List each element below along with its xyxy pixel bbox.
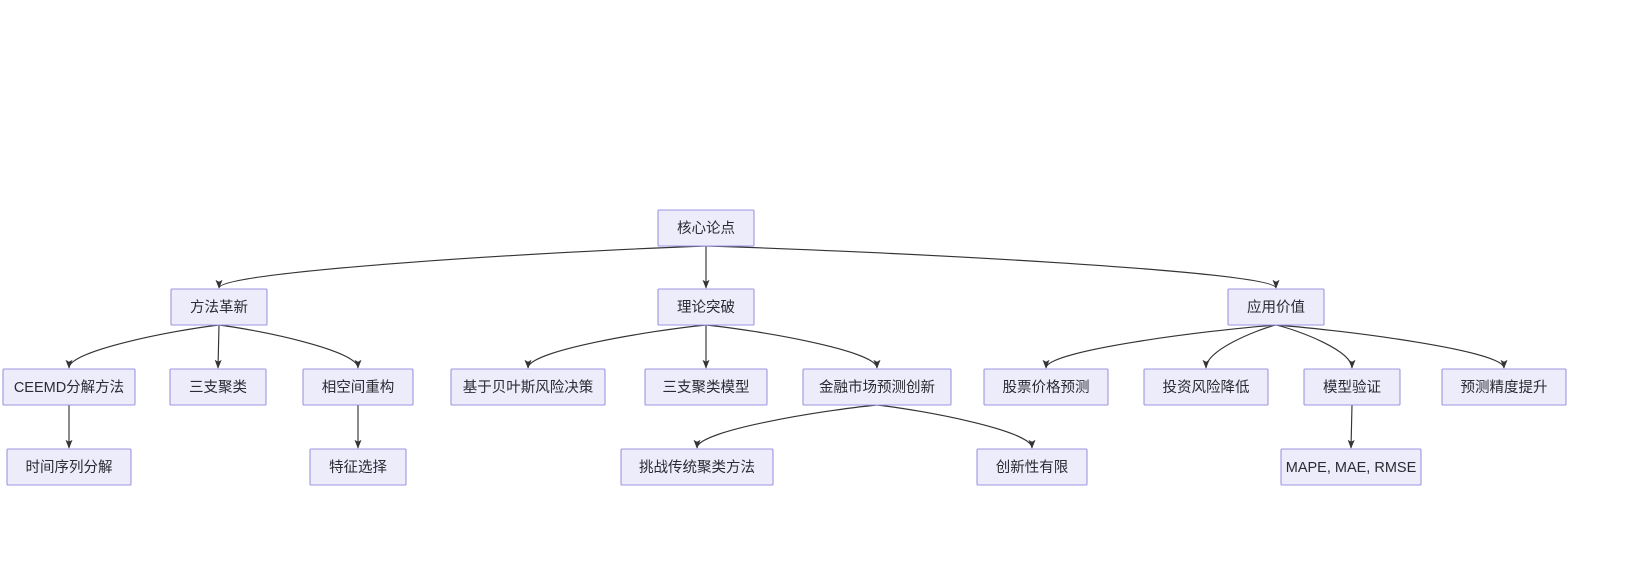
edge-l1c-to-l2j	[1275, 324, 1508, 369]
node-label-l2i: 模型验证	[1323, 379, 1381, 396]
node-box-l1c[interactable]	[1227, 288, 1325, 326]
node-label-l1c: 应用价值	[1247, 298, 1305, 316]
node-l2a[interactable]: CEEMD分解方法	[2, 368, 136, 406]
node-box-root[interactable]	[657, 209, 755, 247]
node-l2i[interactable]: 模型验证	[1303, 368, 1401, 406]
node-box-l2i[interactable]	[1303, 368, 1401, 406]
node-l2g[interactable]: 股票价格预测	[983, 368, 1109, 406]
node-box-l2g[interactable]	[983, 368, 1109, 406]
node-l1b[interactable]: 理论突破	[657, 288, 755, 326]
node-l3b[interactable]: 特征选择	[309, 448, 407, 486]
node-label-l2e: 三支聚类模型	[663, 379, 750, 396]
edge-root-to-l1c	[705, 245, 1280, 289]
node-box-l3c[interactable]	[620, 448, 774, 486]
edge-l1b-to-l2f	[705, 324, 881, 369]
node-label-l2f: 金融市场预测创新	[819, 379, 935, 396]
node-label-l3b: 特征选择	[329, 459, 387, 476]
node-l3d[interactable]: 创新性有限	[976, 448, 1088, 486]
node-label-l2c: 相空间重构	[322, 379, 395, 396]
node-box-l1b[interactable]	[657, 288, 755, 326]
edge-layer	[65, 245, 1508, 449]
node-label-l2b: 三支聚类	[189, 379, 247, 396]
node-l3e[interactable]: MAPE, MAE, RMSE	[1280, 448, 1422, 486]
node-l2e[interactable]: 三支聚类模型	[644, 368, 768, 406]
edge-l1c-to-l2h	[1202, 324, 1277, 369]
edge-l1a-to-l2b	[214, 324, 222, 369]
node-box-l3a[interactable]	[6, 448, 132, 486]
node-label-l3c: 挑战传统聚类方法	[639, 459, 755, 476]
node-box-l2d[interactable]	[450, 368, 606, 406]
node-label-l1b: 理论突破	[677, 299, 735, 316]
node-label-l2j: 预测精度提升	[1461, 379, 1548, 396]
edge-l1c-to-l2i	[1275, 324, 1356, 369]
node-l1a[interactable]: 方法革新	[170, 288, 268, 326]
node-box-l2b[interactable]	[169, 368, 267, 406]
node-label-l2g: 股票价格预测	[1003, 379, 1090, 396]
node-l2h[interactable]: 投资风险降低	[1143, 368, 1269, 406]
node-l1c[interactable]: 应用价值	[1227, 288, 1325, 326]
node-l2c[interactable]: 相空间重构	[302, 368, 414, 406]
node-box-l2j[interactable]	[1441, 368, 1567, 406]
edge-l2f-to-l3d	[876, 404, 1036, 449]
node-label-l3d: 创新性有限	[996, 459, 1069, 476]
node-l2f[interactable]: 金融市场预测创新	[802, 368, 952, 406]
node-label-l3a: 时间序列分解	[26, 459, 113, 476]
node-box-l3b[interactable]	[309, 448, 407, 486]
node-box-l3e[interactable]	[1280, 448, 1422, 486]
node-box-l3d[interactable]	[976, 448, 1088, 486]
node-label-l2a: CEEMD分解方法	[14, 379, 124, 396]
node-l2j[interactable]: 预测精度提升	[1441, 368, 1567, 406]
node-box-l2c[interactable]	[302, 368, 414, 406]
edge-l1c-to-l2g	[1042, 324, 1277, 369]
node-label-l2d: 基于贝叶斯风险决策	[463, 379, 594, 396]
edge-l1b-to-l2d	[524, 324, 707, 369]
edge-l1a-to-l2c	[218, 324, 362, 369]
edge-l2i-to-l3e	[1347, 404, 1355, 449]
node-label-root: 核心论点	[677, 220, 735, 237]
node-box-l2e[interactable]	[644, 368, 768, 406]
node-label-l3e: MAPE, MAE, RMSE	[1286, 460, 1417, 476]
node-box-l2h[interactable]	[1143, 368, 1269, 406]
node-box-l1a[interactable]	[170, 288, 268, 326]
node-root[interactable]: 核心论点	[657, 209, 755, 247]
node-label-l2h: 投资风险降低	[1163, 379, 1250, 396]
node-label-l1a: 方法革新	[190, 299, 248, 316]
node-box-l2f[interactable]	[802, 368, 952, 406]
edge-l2f-to-l3c	[693, 404, 878, 449]
node-l2b[interactable]: 三支聚类	[169, 368, 267, 406]
node-l3a[interactable]: 时间序列分解	[6, 448, 132, 486]
edge-l1a-to-l2a	[65, 324, 220, 369]
node-l3c[interactable]: 挑战传统聚类方法	[620, 448, 774, 486]
edge-root-to-l1a	[215, 245, 707, 289]
node-box-l2a[interactable]	[2, 368, 136, 406]
node-l2d[interactable]: 基于贝叶斯风险决策	[450, 368, 606, 406]
